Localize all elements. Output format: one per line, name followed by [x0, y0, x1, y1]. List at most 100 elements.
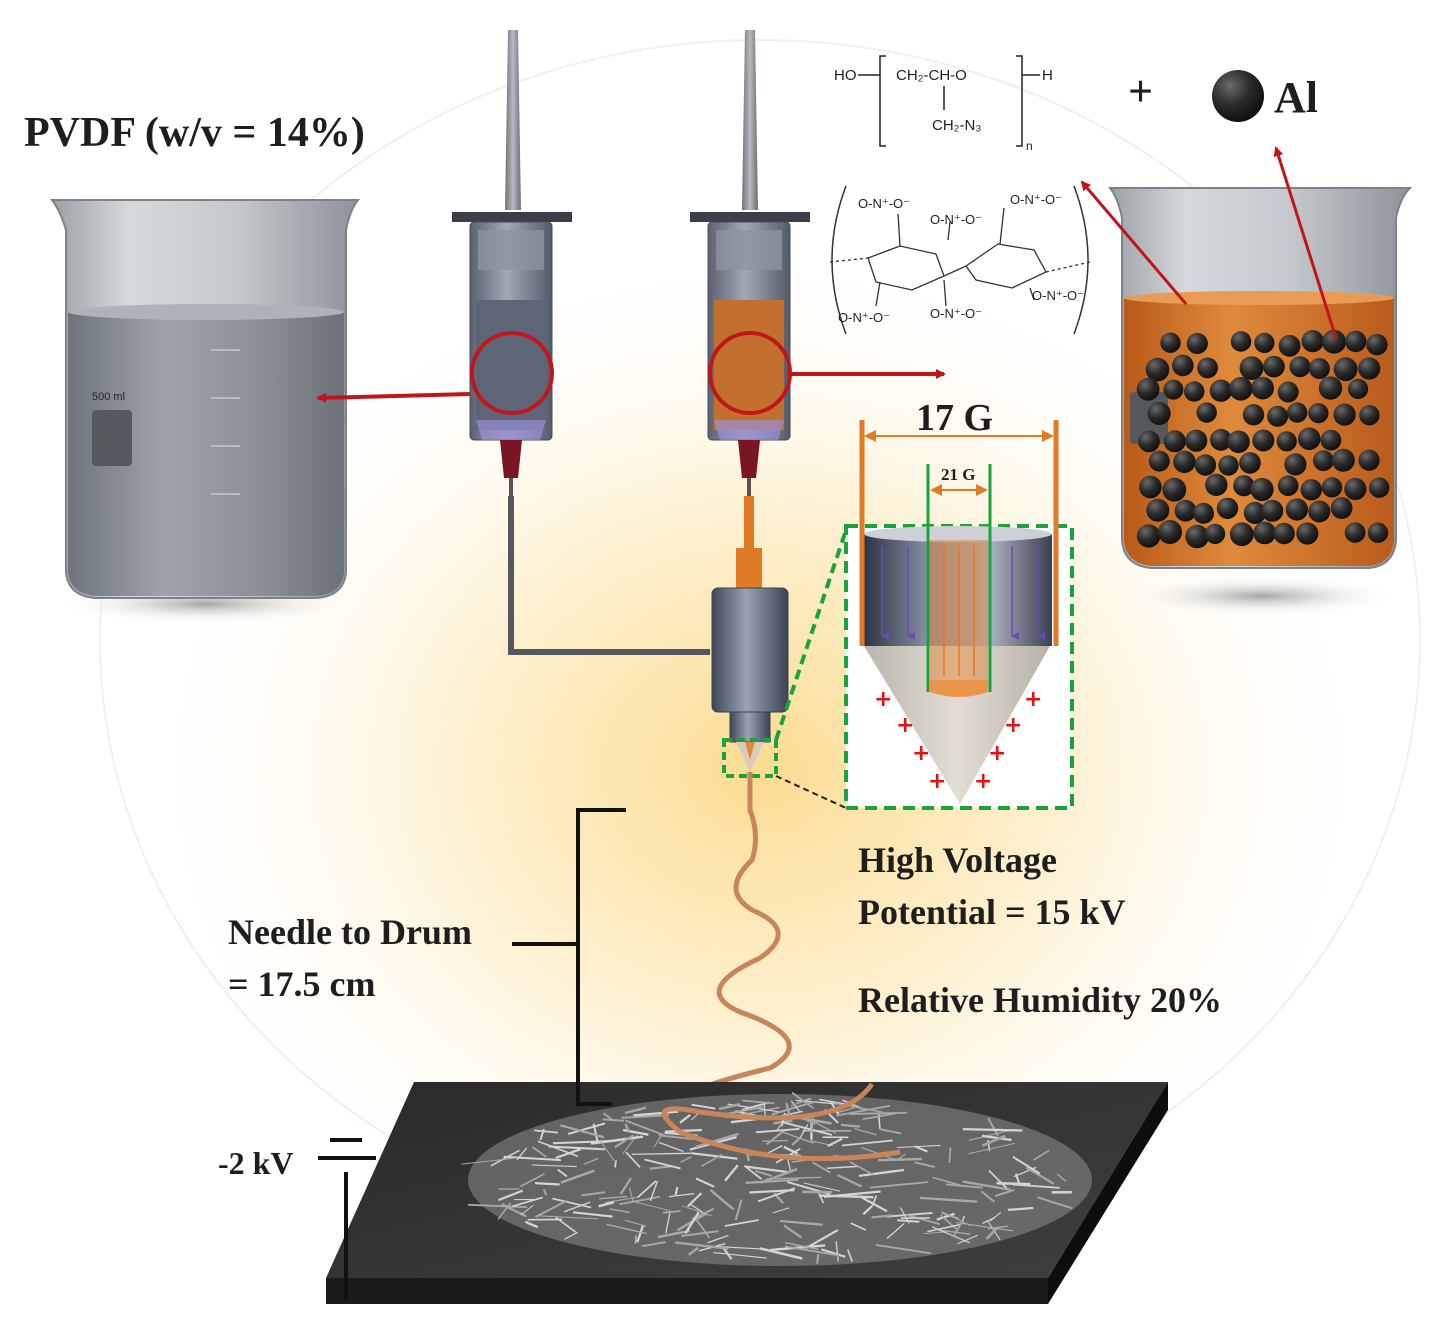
nanofiber-strand: [766, 1176, 822, 1180]
nanofiber-strand: [957, 1234, 979, 1245]
nanofiber-strand: [605, 1196, 637, 1204]
nanofiber-strand: [749, 1189, 795, 1194]
nanofiber-strand: [624, 1219, 647, 1227]
pvdf-liquid: [68, 312, 344, 596]
beaker-label-patch: [92, 410, 132, 466]
nanofiber-strand: [776, 1123, 782, 1132]
al-particle: [1345, 330, 1367, 353]
ground-symbol: [318, 1138, 376, 1300]
nanofiber-strand: [555, 1148, 581, 1159]
nanofiber-strand: [649, 1180, 659, 1202]
nanofiber-strand: [653, 1135, 662, 1148]
composite-beaker: [1107, 187, 1413, 616]
nanofiber-strand: [534, 1182, 560, 1186]
al-particle: [1359, 405, 1380, 426]
al-particle: [1196, 402, 1217, 423]
nanofiber-strand: [531, 1146, 547, 1158]
nanofiber-strand: [779, 1219, 823, 1226]
nanofiber-strand: [537, 1215, 599, 1220]
outer-needle-walls: [859, 420, 1059, 646]
nanofiber-strand: [879, 1128, 902, 1135]
nanofiber-strand: [755, 1127, 800, 1134]
humidity-label: Relative Humidity 20%: [858, 980, 1222, 1020]
nanofiber-strand: [862, 1112, 897, 1120]
nanofiber-strand: [858, 1168, 905, 1178]
nanofiber-strand: [812, 1161, 831, 1174]
nozzle-zoom-box: [722, 738, 778, 778]
nanofiber-strand: [840, 1123, 861, 1128]
al-particle: [1313, 450, 1334, 471]
nanofiber-strand: [625, 1151, 641, 1168]
nanofiber-strand: [981, 1134, 1006, 1147]
nanofiber-strand: [869, 1181, 929, 1189]
nanofiber-strand: [835, 1241, 839, 1262]
nanofiber-strand: [981, 1134, 1012, 1142]
nanofiber-strand: [985, 1226, 999, 1240]
nanofiber-strand: [609, 1208, 631, 1214]
nanofiber-strand: [624, 1119, 665, 1137]
nanofiber-strand: [621, 1114, 669, 1119]
nitrocellulose-structure: O-N⁺-O⁻ O-N⁺-O⁻ O-N⁺-O⁻ O-N⁺-O⁻ O-N⁺-O⁻ …: [829, 185, 1091, 335]
distance-bracket: [512, 808, 626, 1106]
nanofiber-strand: [567, 1122, 606, 1135]
nanofiber-strand: [742, 1099, 775, 1105]
nanofiber-strand: [516, 1147, 528, 1161]
nanofiber-strand: [791, 1091, 814, 1109]
nanofiber-strand: [734, 1199, 743, 1221]
al-particle: [1276, 431, 1297, 452]
nanofiber-strand: [718, 1102, 741, 1111]
al-particle: [1263, 355, 1285, 378]
al-particle: [1261, 499, 1284, 522]
nanofiber-strand: [696, 1219, 711, 1239]
al-particle: [1145, 357, 1170, 382]
al-particle: [1205, 523, 1226, 545]
svg-text:+: +: [874, 687, 892, 712]
svg-text:+: +: [1024, 687, 1042, 712]
nanofiber-strand: [759, 1247, 803, 1260]
nanofiber-strand: [783, 1145, 799, 1155]
nanofiber-strand: [531, 1164, 577, 1168]
nanofiber-strand: [781, 1120, 833, 1136]
beaker-graduations: [210, 349, 240, 495]
nanofiber-strand: [534, 1129, 559, 1134]
nanofiber-strand: [687, 1246, 700, 1256]
nanofiber-strand: [1037, 1196, 1073, 1210]
al-particle: [1285, 498, 1308, 521]
al-particle: [1254, 332, 1275, 353]
collector-plate: [326, 1082, 1168, 1304]
nitro-group-3: O-N⁺-O⁻: [1010, 192, 1062, 207]
al-particle: [1369, 477, 1390, 498]
al-particle: [1242, 404, 1265, 426]
nanofiber-strand: [624, 1123, 630, 1133]
nanofiber-strand: [837, 1174, 862, 1188]
nanofiber-strand: [745, 1178, 799, 1184]
nanofiber-strand: [724, 1164, 739, 1182]
nanofiber-strand: [871, 1214, 894, 1219]
nanofiber-strand: [519, 1173, 545, 1188]
nanofiber-strand: [875, 1244, 932, 1255]
nanofiber-strand: [602, 1112, 613, 1120]
gap-backbone: CH₂-CH-O: [896, 67, 967, 84]
nanofiber-strand: [836, 1104, 891, 1117]
nanofiber-strand: [598, 1201, 615, 1208]
al-particle: [1318, 376, 1343, 400]
nanofiber-strand: [850, 1222, 867, 1231]
al-particle: [1366, 333, 1388, 356]
nanofiber-strand: [649, 1165, 673, 1170]
al-particle: [1227, 430, 1250, 454]
al-particle: [1230, 331, 1252, 352]
al-label: Al: [1274, 73, 1318, 122]
nanofiber-strand: [520, 1205, 534, 1216]
coaxial-nozzle: [711, 587, 789, 778]
nanofiber-strand: [564, 1231, 579, 1240]
nanofiber-strand: [715, 1245, 768, 1250]
nanofiber-strand: [583, 1157, 599, 1166]
gap-h-end: H: [1042, 67, 1053, 84]
nanofiber-strand: [644, 1158, 681, 1170]
al-particle: [1148, 450, 1170, 472]
outer-gauge-label: 17 G: [916, 397, 993, 439]
nanofiber-strand: [790, 1097, 810, 1107]
nanofiber-strand: [762, 1139, 788, 1142]
nanofiber-strand: [709, 1189, 735, 1211]
nanofiber-strand: [662, 1210, 681, 1214]
